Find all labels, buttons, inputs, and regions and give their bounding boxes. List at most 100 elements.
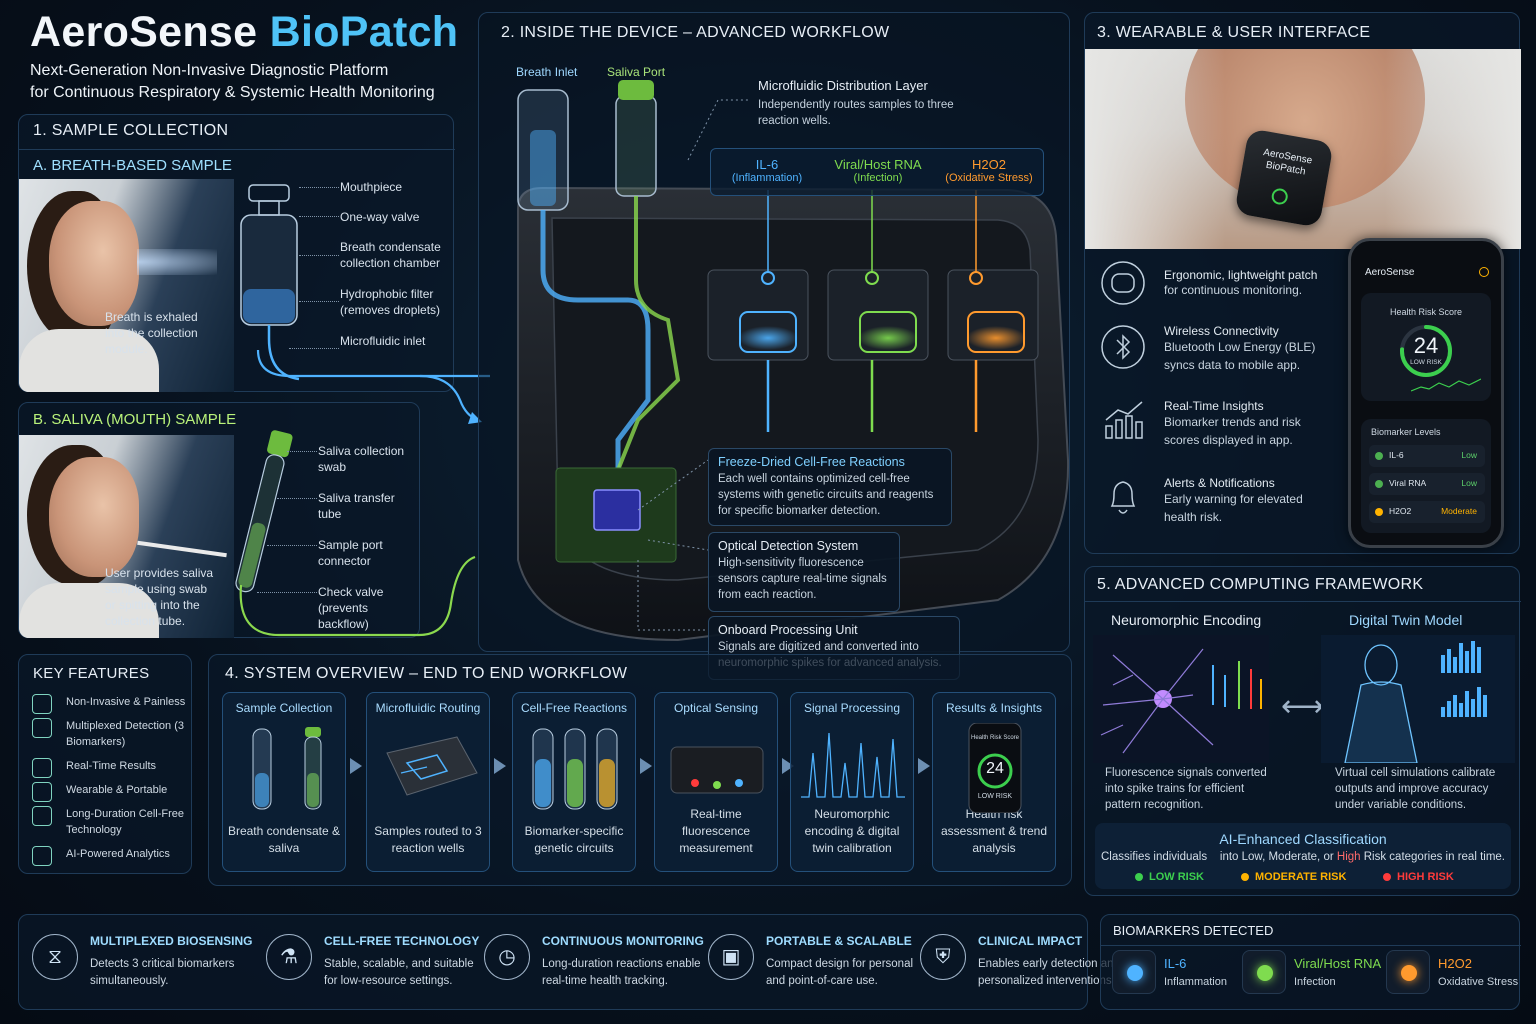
- microfluidic-callout: Microfluidic Distribution Layer Independ…: [758, 78, 958, 129]
- level-name: IL-6: [1389, 450, 1404, 460]
- feature-insights-title: Real-Time Insights: [1164, 399, 1264, 413]
- phone-result-icon: Health Risk Score 24 LOW RISK: [943, 722, 1047, 814]
- workflow-step: Microfluidic Routing Samples routed to 3…: [366, 692, 490, 872]
- biomarker-desc: Infection: [1294, 976, 1336, 988]
- computing-title: 5. ADVANCED COMPUTING FRAMEWORK: [1097, 576, 1424, 593]
- risk-moderate-badge: MODERATE RISK: [1241, 871, 1346, 883]
- callout-cell-free: Freeze-Dried Cell-Free Reactions Each we…: [708, 448, 952, 526]
- saliva-sample-panel: B. SALIVA (MOUTH) SAMPLE User provides s…: [18, 402, 476, 638]
- sample-collection-panel: 1. SAMPLE COLLECTION A. BREATH-BASED SAM…: [18, 114, 455, 392]
- well-rna: Viral/Host RNA (Infection): [823, 157, 933, 184]
- risk-low-dot: [1135, 873, 1143, 882]
- neuro-title: Neuromorphic Encoding: [1111, 612, 1262, 628]
- phone-score-value: 24: [1413, 333, 1439, 358]
- sparkle-icon: [32, 694, 52, 714]
- biomarker-name: Viral/Host RNA: [1294, 956, 1382, 971]
- biomarkers-title: BIOMARKERS DETECTED: [1113, 923, 1274, 938]
- benefit-desc-line-1: Compact design for personal: [766, 958, 914, 970]
- biomarker-name: H2O2: [1438, 956, 1472, 971]
- workflow-step-title: Signal Processing: [803, 701, 901, 715]
- workflow-step-title: Optical Sensing: [673, 701, 759, 715]
- label-mouthpiece: Mouthpiece: [340, 180, 403, 194]
- label-transfer-tube: Saliva transfer tube: [318, 491, 395, 521]
- benefit-title: CONTINUOUS MONITORING: [542, 934, 704, 948]
- biomarker-name: IL-6: [1164, 956, 1187, 971]
- mini-score-value: 24: [986, 760, 1004, 777]
- benefit-title: CELL-FREE TECHNOLOGY: [324, 934, 480, 948]
- feature-alerts-desc: Early warning for elevated health risk.: [1164, 492, 1303, 524]
- workflow-step-desc: Biomarker-specific genetic circuits: [524, 824, 624, 855]
- phone-settings-icon[interactable]: [1479, 267, 1489, 277]
- benefit-desc: Stable, scalable, and suitable for low-re…: [324, 956, 474, 990]
- title-accent: BioPatch: [269, 8, 459, 56]
- ai-chip-icon: [32, 846, 52, 866]
- digital-twin-illustration: [1321, 635, 1515, 763]
- workflow-arrow-icon: [350, 758, 362, 774]
- benefit-desc-line-2: simultaneously.: [90, 975, 169, 987]
- workflow-step: Cell-Free Reactions Biomarker-specific g…: [512, 692, 636, 872]
- feature-insights: Real-Time Insights Biomarker trends and …: [1164, 399, 1334, 449]
- label-sample-port: Sample port connector: [318, 538, 383, 568]
- key-feature-label: Non-Invasive & Painless: [66, 696, 186, 708]
- level-status-dot: [1375, 452, 1383, 460]
- neuron-spike-illustration: [1093, 635, 1269, 763]
- patch-icon: [1101, 261, 1145, 305]
- level-value: Low: [1461, 478, 1477, 488]
- workflow-step-desc: Real-time fluorescence measurement: [679, 807, 753, 855]
- biomarkers-panel: BIOMARKERS DETECTED: [1100, 914, 1521, 1010]
- benefit-title: CLINICAL IMPACT: [978, 934, 1083, 948]
- workflow-step-title: Results & Insights: [945, 701, 1043, 715]
- breath-photo: [19, 179, 234, 392]
- device-icon: ▣: [708, 934, 754, 980]
- benefit-desc-line-1: Stable, scalable, and suitable: [324, 958, 474, 970]
- spike-signal-icon: [801, 723, 905, 813]
- callout-cell-free-desc: Each well contains optimized cell-free s…: [718, 473, 934, 517]
- risk-low-label: LOW RISK: [1149, 871, 1204, 883]
- benefit-desc-line-1: Long-duration reactions enable: [542, 958, 701, 970]
- callout-optical: Optical Detection System High-sensitivit…: [708, 532, 900, 612]
- phone-level-row: IL-6 Low: [1369, 445, 1485, 467]
- level-status-dot: [1375, 508, 1383, 516]
- workflow-step-desc: Breath condensate & saliva: [227, 824, 341, 855]
- wearable-icon: [32, 782, 52, 802]
- ai-desc: Classifies individuals into Low, Moderat…: [1095, 851, 1511, 863]
- optical-sensor-icon: [665, 723, 769, 813]
- phone-score-label: Health Risk Score: [1389, 307, 1463, 317]
- phone-trend-line: [1411, 378, 1481, 392]
- level-value: Low: [1461, 450, 1477, 460]
- molecule-icon: [1242, 950, 1286, 994]
- neuro-desc: Fluorescence signals converted into spik…: [1105, 767, 1267, 811]
- workflow-step: Signal Processing Neuromorphic encoding …: [790, 692, 914, 872]
- well-il6-name: IL-6: [755, 157, 779, 172]
- benefit-desc-line-2: for low-resource settings.: [324, 975, 453, 987]
- benefit-desc-line-2: and point-of-care use.: [766, 975, 878, 987]
- clock-icon: [32, 758, 52, 778]
- well-il6-desc: (Inflammation): [731, 172, 803, 184]
- benefit-desc-line-1: Enables early detection and: [978, 958, 1120, 970]
- key-features-panel: KEY FEATURES: [18, 654, 192, 874]
- workflow-step-title: Cell-Free Reactions: [520, 701, 628, 715]
- risk-moderate-label: MODERATE RISK: [1255, 871, 1347, 883]
- label-check-valve: Check valve (prevents backflow): [318, 585, 384, 631]
- chart-icon: [1105, 401, 1143, 439]
- workflow-arrow-icon: [640, 758, 652, 774]
- phone-mockup: AeroSense Health Risk Score 24 LOW RISK …: [1348, 238, 1504, 548]
- well-h2o2-desc: (Oxidative Stress): [945, 172, 1033, 184]
- well-h2o2: H2O2 (Oxidative Stress): [937, 157, 1041, 184]
- sample-tubes-icon: [233, 723, 337, 813]
- ai-classification-box: AI-Enhanced Classification Classifies in…: [1095, 823, 1511, 889]
- shield-icon: ⛨: [920, 934, 966, 980]
- key-feature-label: Wearable & Portable: [66, 784, 168, 796]
- bell-icon: [1110, 481, 1136, 514]
- saliva-tube-illustration: [235, 430, 293, 593]
- workflow-step: Optical Sensing Real-time fluorescence m…: [654, 692, 778, 872]
- wells-label-box: IL-6 (Inflammation) Viral/Host RNA (Infe…: [710, 148, 1044, 196]
- mini-score-level: LOW RISK: [977, 793, 1013, 800]
- label-one-way-valve: One-way valve: [340, 210, 420, 224]
- subtitle-line-2: for Continuous Respiratory & Systemic He…: [30, 84, 435, 101]
- label-hydrophobic-filter: Hydrophobic filter (removes droplets): [340, 287, 441, 317]
- mini-score-label: Health Risk Score: [970, 735, 1020, 741]
- workflow-step-title: Microfluidic Routing: [375, 701, 481, 715]
- battery-icon: [32, 806, 52, 826]
